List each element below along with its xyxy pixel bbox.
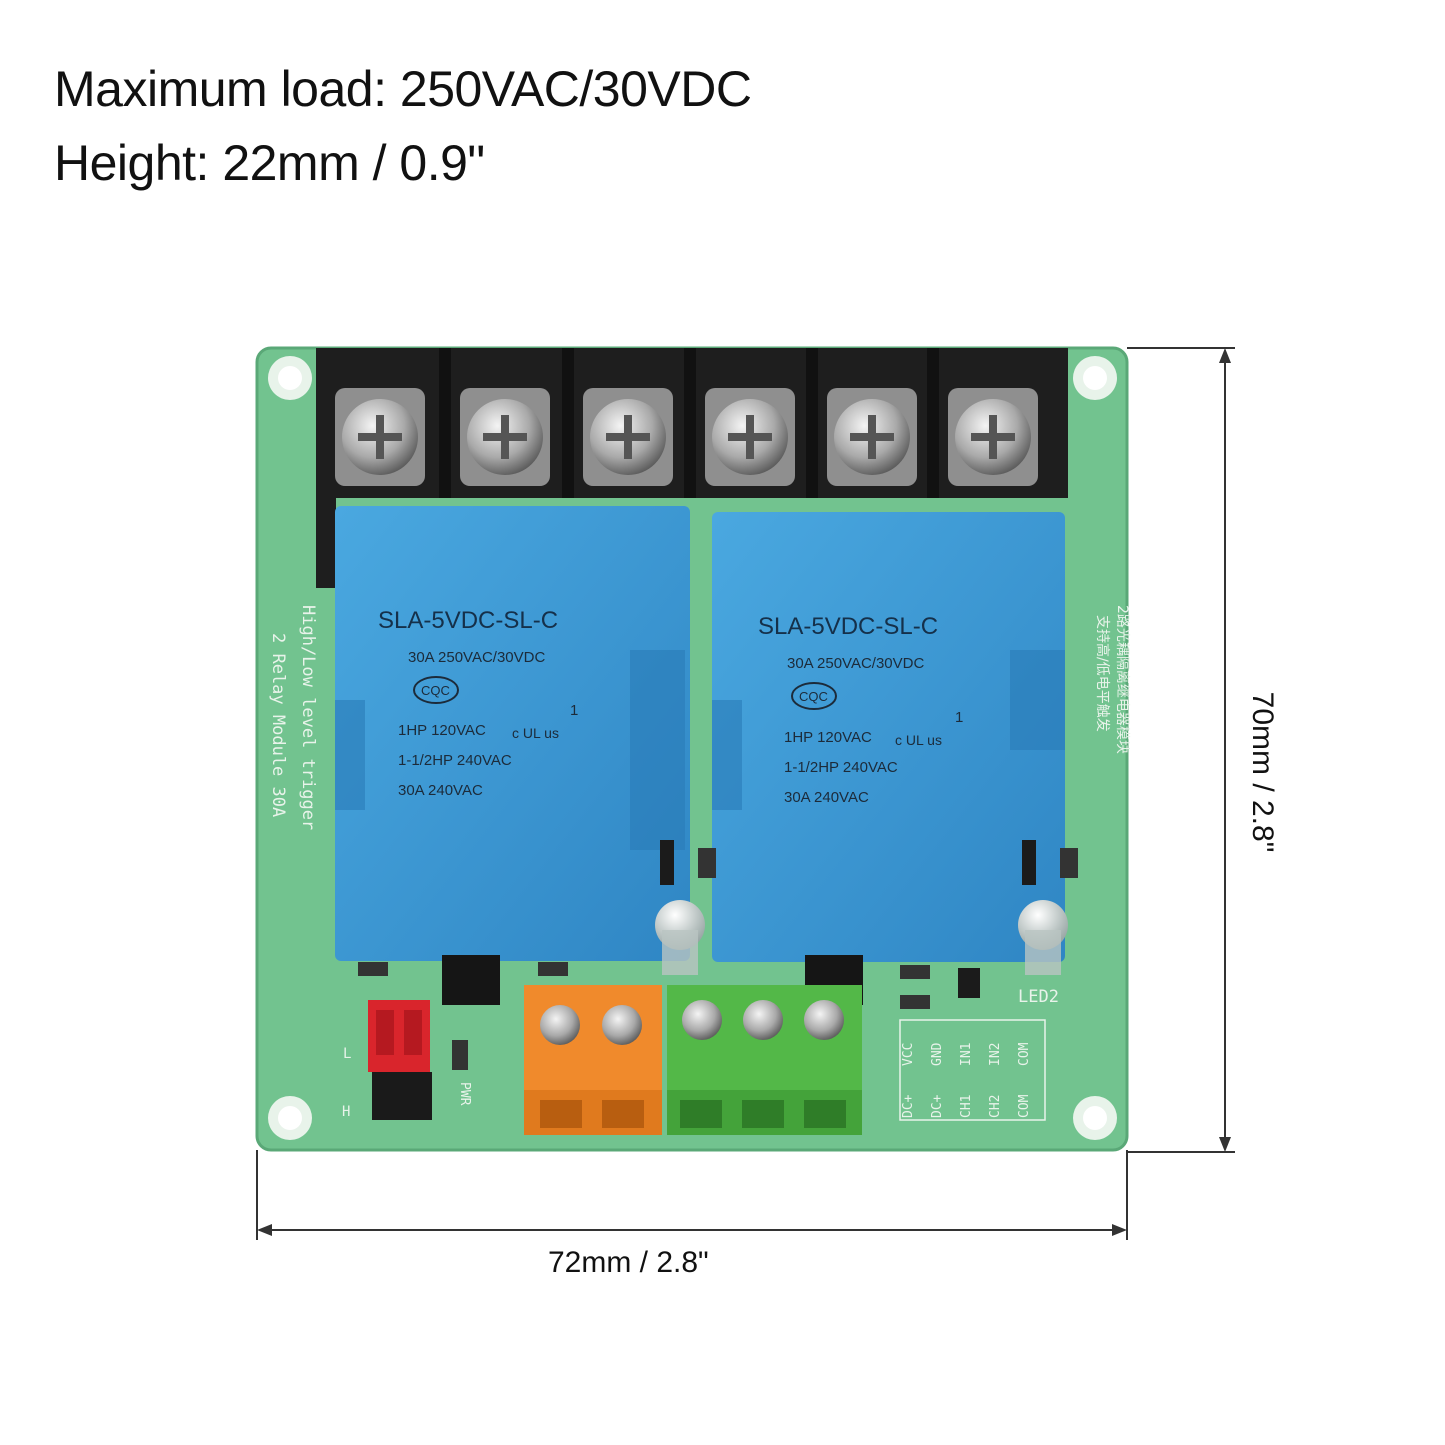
terminal-screw-2 bbox=[460, 388, 550, 486]
relay-2-hp1: 1HP 120VAC bbox=[784, 729, 872, 746]
pwr-label: PWR bbox=[457, 1082, 472, 1106]
height-spec: Height: 22mm / 0.9" bbox=[54, 135, 485, 191]
silkscreen-left-line1: High/Low level trigger bbox=[298, 605, 318, 830]
relay-1 bbox=[335, 506, 690, 961]
pin-label: DC+ bbox=[930, 1094, 945, 1118]
pin-label: CH2 bbox=[988, 1095, 1003, 1118]
relay-1-ul-num: 1 bbox=[570, 702, 578, 719]
relay-1-ul: c UL us bbox=[512, 725, 559, 741]
silkscreen-right-line2: 2路光耦隔离继电器模块 bbox=[1114, 605, 1131, 754]
jumper-header bbox=[368, 1000, 432, 1120]
terminal-screw-4 bbox=[705, 388, 795, 486]
power-terminal-block bbox=[316, 348, 1068, 588]
relay-1-model: SLA-5VDC-SL-C bbox=[378, 607, 558, 634]
orange-terminal-block bbox=[524, 985, 662, 1135]
relay-2-rating: 30A 250VAC/30VDC bbox=[787, 655, 924, 672]
pin-label: DC+ bbox=[901, 1094, 916, 1118]
pin-label: COM bbox=[1017, 1094, 1032, 1118]
mounting-holes bbox=[268, 356, 1117, 1140]
relay-2-cert: CQC bbox=[799, 689, 828, 704]
relay-1-label: SLA-5VDC-SL-C 30A 250VAC/30VDC CQC 1HP 1… bbox=[378, 607, 578, 799]
relay-2-amp: 30A 240VAC bbox=[784, 789, 869, 806]
pin-label: IN1 bbox=[959, 1043, 974, 1066]
pin-label: COM bbox=[1017, 1042, 1032, 1066]
terminal-screw-3 bbox=[583, 388, 673, 486]
led-1 bbox=[655, 900, 705, 975]
terminal-screw-1 bbox=[335, 388, 425, 486]
relay-2 bbox=[712, 512, 1065, 962]
terminal-screw-6 bbox=[948, 388, 1038, 486]
relay-2-model: SLA-5VDC-SL-C bbox=[758, 613, 938, 640]
relay-1-hp2: 1-1/2HP 240VAC bbox=[398, 752, 512, 769]
pin-label: CH1 bbox=[959, 1095, 974, 1118]
silkscreen-right-line1: 支持高/低电平触发 bbox=[1094, 615, 1111, 732]
height-dimension-label: 70mm / 2.8" bbox=[1246, 691, 1279, 853]
jumper-h-label: H bbox=[342, 1104, 350, 1120]
silkscreen-left-line2: 2 Relay Module 30A bbox=[268, 633, 288, 817]
width-dimension bbox=[256, 1150, 1128, 1240]
pin-label: GND bbox=[930, 1042, 945, 1066]
max-load-spec: Maximum load: 250VAC/30VDC bbox=[54, 61, 752, 117]
green-terminal-block bbox=[667, 985, 862, 1135]
pin-label: VCC bbox=[901, 1043, 916, 1066]
width-dimension-label: 72mm / 2.8" bbox=[548, 1246, 709, 1279]
pin-label: IN2 bbox=[988, 1043, 1003, 1066]
relay-1-rating: 30A 250VAC/30VDC bbox=[408, 649, 545, 666]
relay-2-ul: c UL us bbox=[895, 732, 942, 748]
relay-2-ul-num: 1 bbox=[955, 709, 963, 726]
relay-1-cert: CQC bbox=[421, 683, 450, 698]
terminal-screw-5 bbox=[827, 388, 917, 486]
relay-2-hp2: 1-1/2HP 240VAC bbox=[784, 759, 898, 776]
height-dimension bbox=[1127, 347, 1235, 1153]
relay-2-label: SLA-5VDC-SL-C 30A 250VAC/30VDC CQC 1HP 1… bbox=[758, 613, 963, 806]
led-2 bbox=[1018, 900, 1068, 975]
relay-1-amp: 30A 240VAC bbox=[398, 782, 483, 799]
relay-1-hp1: 1HP 120VAC bbox=[398, 722, 486, 739]
led2-label: LED2 bbox=[1018, 987, 1059, 1007]
jumper-l-label: L bbox=[343, 1046, 351, 1062]
